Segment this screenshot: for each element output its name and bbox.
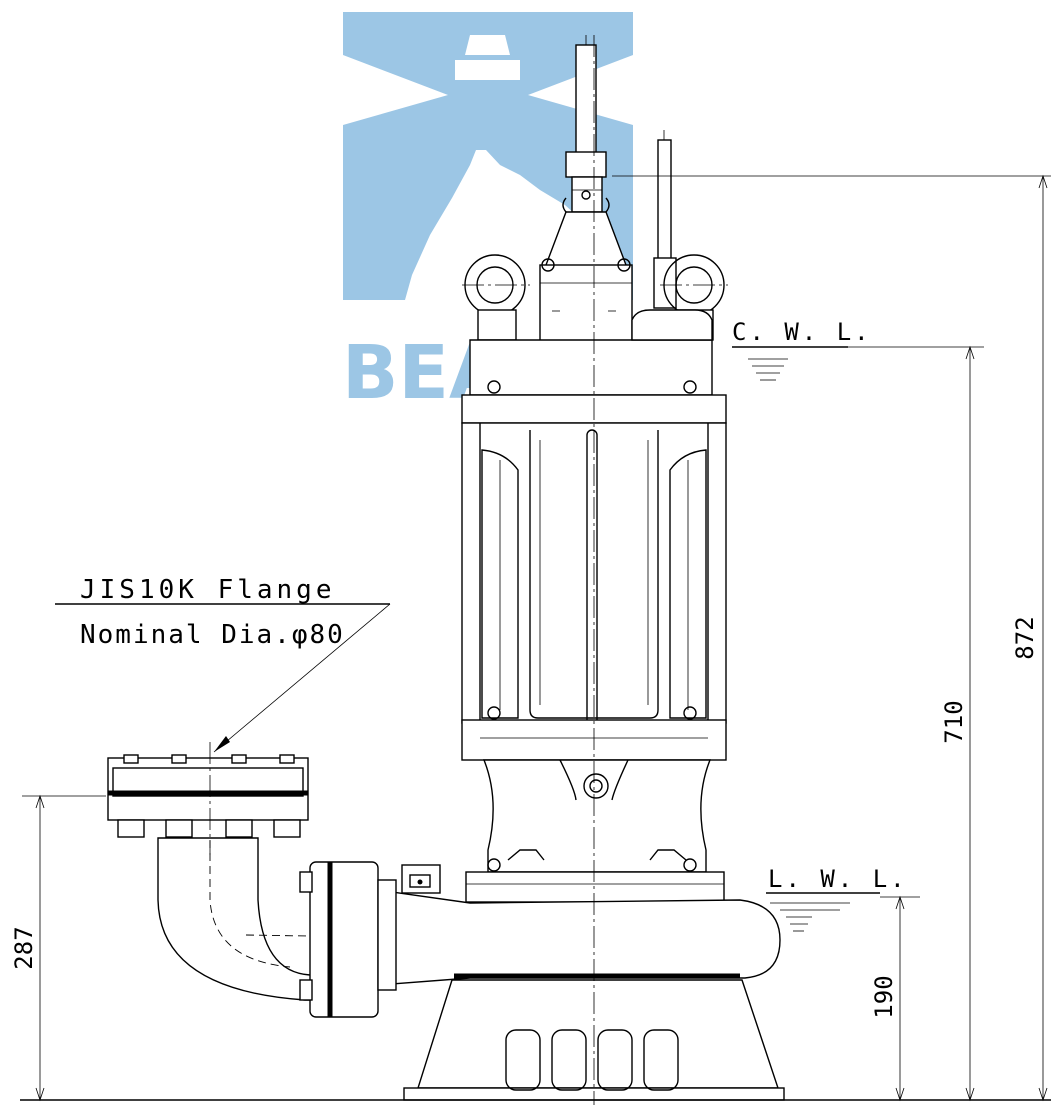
flange-note-line2: Nominal Dia.φ80 xyxy=(80,620,345,650)
dimension-190-label: 190 xyxy=(870,975,898,1018)
cwl-mark: C. W. L. xyxy=(732,318,984,381)
dimension-710-label: 710 xyxy=(940,700,968,743)
control-cable xyxy=(653,130,677,309)
dimension-287: 287 xyxy=(10,794,106,1102)
dimension-710: 710 xyxy=(940,345,975,1102)
flange-bolts xyxy=(117,754,301,838)
dimension-190: 190 xyxy=(870,895,905,1102)
pump-stand xyxy=(403,979,785,1101)
bearing-housing xyxy=(465,759,725,903)
cable-cover xyxy=(539,211,633,351)
flange-callout: JIS10K Flange Nominal Dia.φ80 xyxy=(55,575,391,753)
flange-note-line1: JIS10K Flange xyxy=(80,575,336,605)
dimension-872-label: 872 xyxy=(1011,616,1039,659)
dimension-287-label: 287 xyxy=(10,926,38,969)
lwl-mark: L. W. L. xyxy=(766,865,920,932)
lwl-label: L. W. L. xyxy=(768,865,908,893)
lifting-eye-left xyxy=(462,254,530,341)
cwl-label: C. W. L. xyxy=(732,318,872,346)
power-cable xyxy=(562,35,610,213)
pump-casing xyxy=(299,861,781,1018)
discharge-elbow xyxy=(107,742,431,1001)
dimension-872: 872 xyxy=(612,174,1051,1102)
